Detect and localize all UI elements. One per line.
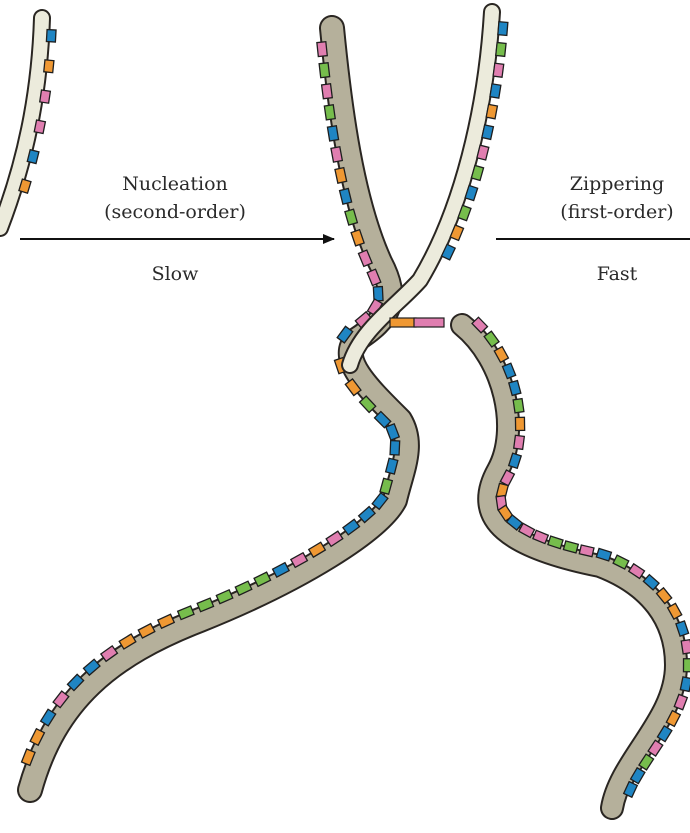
base-tick (324, 105, 335, 120)
zippering-step: Zippering (first-order) Fast (496, 173, 690, 285)
zippering-order: (first-order) (560, 201, 673, 223)
base-tick (493, 63, 504, 77)
base-tick (335, 168, 347, 184)
base-tick (681, 640, 690, 654)
base-tick (683, 659, 690, 672)
base-tick (579, 545, 594, 557)
base-tick (515, 417, 524, 430)
base-tick (496, 42, 506, 56)
base-tick (27, 150, 39, 164)
junction-base-pairs (390, 318, 444, 327)
base-tick (514, 435, 525, 449)
base-tick (498, 22, 508, 36)
base-tick (322, 84, 333, 99)
nucleation-title: Nucleation (122, 173, 228, 195)
base-tick (482, 125, 494, 140)
base-tick (34, 120, 45, 134)
nucleation-speed: Slow (152, 263, 200, 285)
base-tick (486, 104, 497, 118)
strand-left (22, 28, 407, 790)
strand-right (462, 317, 690, 808)
zippering-speed: Fast (597, 263, 638, 285)
single-strand-left (0, 18, 56, 228)
base-tick (46, 30, 56, 42)
base-tick (327, 126, 338, 141)
zippering-title: Zippering (570, 173, 664, 195)
base-tick (513, 399, 524, 413)
base-tick (490, 84, 501, 98)
nucleation-step: Nucleation (second-order) Slow (20, 173, 334, 285)
nucleation-order: (second-order) (104, 201, 246, 223)
base-tick (44, 60, 54, 73)
base-tick (331, 147, 342, 162)
base-tick (390, 441, 400, 455)
base-tick (319, 63, 330, 78)
base-tick (40, 90, 51, 103)
base-tick (317, 42, 327, 57)
